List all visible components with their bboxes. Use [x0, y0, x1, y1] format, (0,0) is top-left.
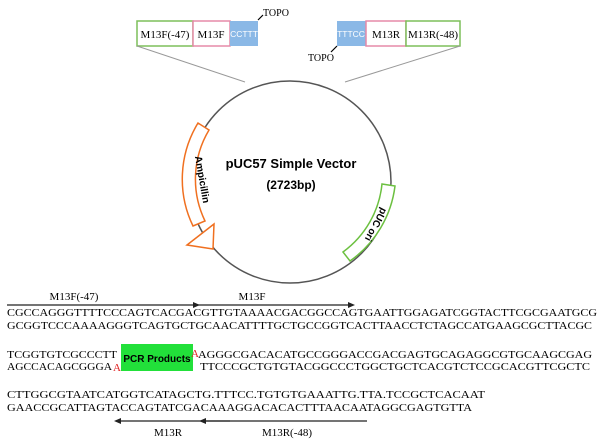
overhang-box-right [337, 21, 366, 46]
arrowhead-m13r48 [199, 418, 206, 424]
m13r-label: M13R [372, 29, 401, 41]
puc-ori-feature [341, 183, 396, 263]
seq-bottom-2-right: TTCCCGCTGTGTACGGCCCTGGCTGCTCACGTCTCCGCAC… [200, 361, 590, 373]
m13f-box [192, 20, 231, 47]
m13r48-label: M13R(-48) [408, 29, 458, 41]
pcr-insert-label: PCR Products [123, 354, 191, 365]
m13r-box [365, 20, 407, 47]
primer-label-m13f47: M13F(-47) [50, 291, 99, 303]
primer-label-m13f: M13F [239, 291, 266, 303]
pcr-insert-box [121, 344, 193, 371]
primer-label-m13r48: M13R(-48) [262, 427, 312, 439]
plasmid-name: pUC57 Simple Vector [226, 156, 357, 171]
plasmid-map: Ampicillin pUC ori pUC57 Simple Vector (… [181, 80, 396, 284]
plasmid-size: (2723bp) [266, 178, 315, 192]
overhang-a-top: A [191, 348, 199, 360]
seq-bottom-2-left: AGCCACAGCGGGA [7, 361, 112, 373]
overhang-a-bottom: A [113, 362, 121, 374]
m13f47-box [136, 20, 194, 47]
m13f47-label: M13F(-47) [141, 29, 190, 41]
m13r48-box [405, 20, 461, 47]
primer-label-m13r: M13R [154, 427, 183, 439]
topo-label-left: TOPO [263, 8, 289, 19]
seq-top-1: CGCCAGGGTTTTCCCAGTCACGACGTTGTAAAACGACGGC… [7, 307, 597, 319]
left-insert-map: M13F(-47) M13F CCTTT TOPO [136, 8, 289, 83]
overhang-box-left [230, 21, 258, 46]
overhang-right: TTTCC [337, 29, 365, 39]
sequence-block-3: CTTGGCGTAATCATGGTCATAGCTG.TTTCC.TGTGTGAA… [7, 389, 485, 439]
overhang-left: CCTTT [230, 29, 258, 39]
ampicillin-arrowhead [185, 222, 215, 250]
topo-label-right: TOPO [308, 53, 334, 64]
zoom-line-right [344, 45, 461, 83]
arrowhead-m13f [348, 302, 355, 308]
seq-bottom-1: GCGGTCCCAAAAGGGTCAGTGCTGCAACATTTTGCTGCCG… [7, 320, 592, 332]
seq-bottom-3: GAACCGCATTAGTACCAGTATCGACAAAGGACACACTTTA… [7, 402, 472, 414]
seq-top-2-right: AGGGCGACACATGCCGGGACCGACGAGTGCAGAGGCGTGC… [198, 349, 592, 361]
topo-pointer-left [257, 14, 264, 21]
sequence-block-2: PCR Products TCGGTGTCGCCCTT A AGGGCGACAC… [7, 344, 592, 374]
sequence-block-1: M13F(-47) M13F CGCCAGGGTTTTCCCAGTCACGACG… [7, 291, 597, 332]
zoom-line-left [136, 45, 246, 83]
arrowhead-m13r [114, 418, 121, 424]
seq-top-3: CTTGGCGTAATCATGGTCATAGCTG.TTTCC.TGTGTGAA… [7, 389, 485, 401]
seq-top-2-left: TCGGTGTCGCCCTT [7, 349, 117, 361]
topo-pointer-right [330, 45, 338, 53]
m13f-label: M13F [198, 29, 225, 41]
right-insert-map: TTTCC M13R M13R(-48) TOPO [308, 20, 461, 83]
ampicillin-feature [181, 121, 211, 227]
